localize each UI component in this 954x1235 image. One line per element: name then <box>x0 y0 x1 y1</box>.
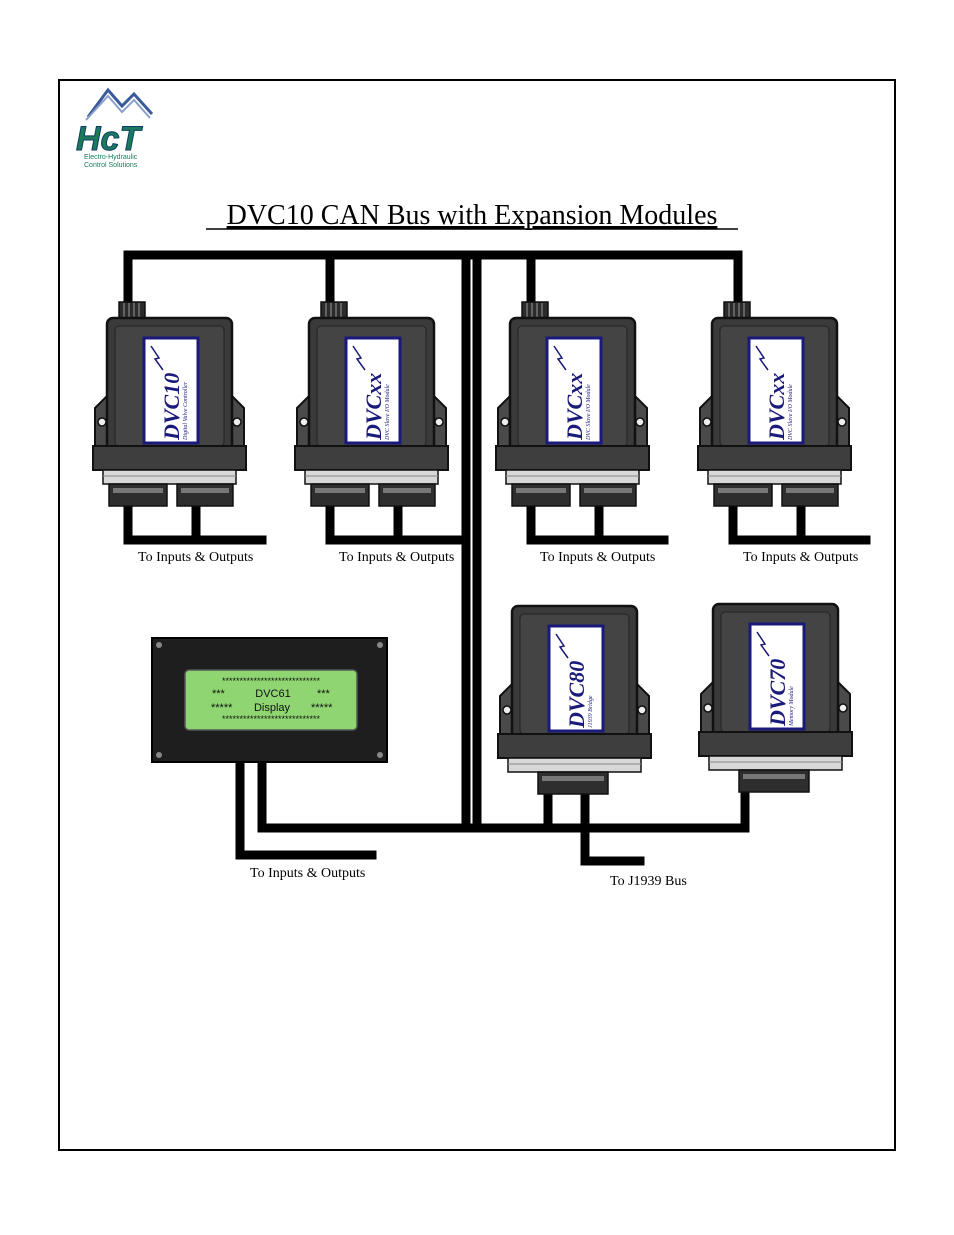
module-dvc80[interactable]: DVC80 J1939 Bridge <box>496 604 653 795</box>
lcd-screen <box>184 669 358 731</box>
page-title: DVC10 CAN Bus with Expansion Modules <box>227 200 718 231</box>
module-subtitle: Memory Module <box>789 686 795 727</box>
hct-logo: HcT Electro-Hydraulic Control Solutions <box>76 87 154 169</box>
module-dvc70[interactable]: DVC70 Memory Module <box>697 602 854 793</box>
module-name: DVCxx <box>361 373 386 441</box>
lightning-icon <box>756 631 770 657</box>
lightning-icon <box>150 345 164 371</box>
lcd-row-3-center: Display <box>254 702 291 714</box>
io-label-dvcxx-3: To Inputs & Outputs <box>743 550 858 565</box>
lightning-icon <box>553 345 567 371</box>
io-label-display: To Inputs & Outputs <box>250 866 365 881</box>
module-subtitle: J1939 Bridge <box>588 695 594 728</box>
module-name: DVC80 <box>564 661 589 729</box>
module-subtitle: DVC Slave I/O Module <box>788 384 794 441</box>
lcd-row-2-right: *** <box>317 688 331 700</box>
module-dvcxx-3[interactable]: DVCxx DVC Slave I/O Module <box>696 301 853 507</box>
lightning-icon <box>755 345 769 371</box>
lightning-icon <box>555 633 569 659</box>
module-subtitle: DVC Slave I/O Module <box>385 384 391 441</box>
lcd-row-4: **************************** <box>222 714 321 724</box>
screw-icon <box>377 642 383 648</box>
module-dvc10[interactable]: DVC10 Digital Valve Controller <box>91 301 248 507</box>
module-subtitle: Digital Valve Controller <box>183 381 189 441</box>
dvc61-display[interactable]: **************************** *** DVC61 *… <box>151 637 388 763</box>
screw-icon <box>156 752 162 758</box>
module-name: DVCxx <box>764 373 789 441</box>
module-label-plate <box>748 622 806 731</box>
can-bus-wiring <box>123 250 871 866</box>
module-label-plate <box>344 336 402 445</box>
lcd-row-1: **************************** <box>222 676 321 686</box>
io-label-dvcxx-2: To Inputs & Outputs <box>540 550 655 565</box>
lcd-row-2-left: *** <box>212 688 226 700</box>
logo-tagline-2: Control Solutions <box>84 162 138 169</box>
io-label-dvc10: To Inputs & Outputs <box>138 550 253 565</box>
module-dvcxx-2[interactable]: DVCxx DVC Slave I/O Module <box>494 301 651 507</box>
logo-letters: HcT <box>76 120 143 158</box>
module-label-plate <box>747 336 805 445</box>
j1939-label: To J1939 Bus <box>610 874 687 889</box>
lcd-row-3-left: ***** <box>211 702 233 714</box>
lightning-icon <box>352 345 366 371</box>
lcd-row-2-center: DVC61 <box>255 688 290 700</box>
module-name: DVC10 <box>159 373 184 441</box>
logo-tagline-1: Electro-Hydraulic <box>84 154 138 161</box>
module-subtitle: DVC Slave I/O Module <box>586 384 592 441</box>
module-name: DVC70 <box>765 659 790 727</box>
module-name: DVCxx <box>562 373 587 441</box>
module-label-plate <box>545 336 603 445</box>
screw-icon <box>377 752 383 758</box>
screw-icon <box>156 642 162 648</box>
lcd-row-3-right: ***** <box>311 702 333 714</box>
module-dvcxx-1[interactable]: DVCxx DVC Slave I/O Module <box>293 301 450 507</box>
module-label-plate <box>142 336 200 445</box>
page-frame <box>58 79 896 1151</box>
io-label-dvcxx-1: To Inputs & Outputs <box>339 550 454 565</box>
module-label-plate <box>547 624 605 733</box>
